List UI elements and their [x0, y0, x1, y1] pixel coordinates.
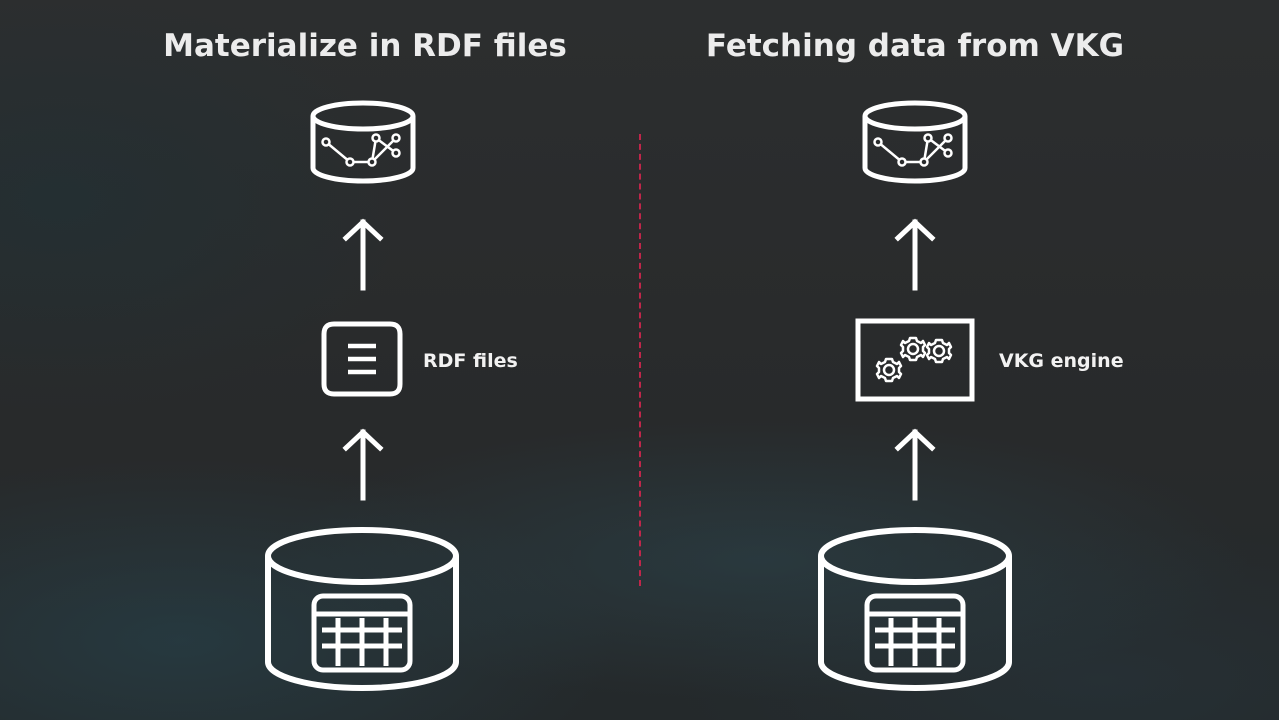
left-panel-title: Materialize in RDF files — [163, 28, 567, 64]
graph-database-icon — [862, 100, 968, 184]
rdf-files-label: RDF files — [423, 350, 518, 372]
arrow-up-icon — [342, 218, 384, 291]
arrow-up-icon — [342, 428, 384, 501]
arrow-up-icon — [894, 218, 936, 291]
table-database-icon — [818, 527, 1012, 691]
panel-divider — [639, 134, 641, 586]
arrow-up-icon — [894, 428, 936, 501]
right-panel-title: Fetching data from VKG — [705, 28, 1125, 64]
gears-window-icon — [855, 318, 975, 402]
table-database-icon — [265, 527, 459, 691]
document-icon — [321, 321, 403, 397]
graph-database-icon — [310, 100, 416, 184]
vkg-engine-label: VKG engine — [999, 350, 1124, 372]
